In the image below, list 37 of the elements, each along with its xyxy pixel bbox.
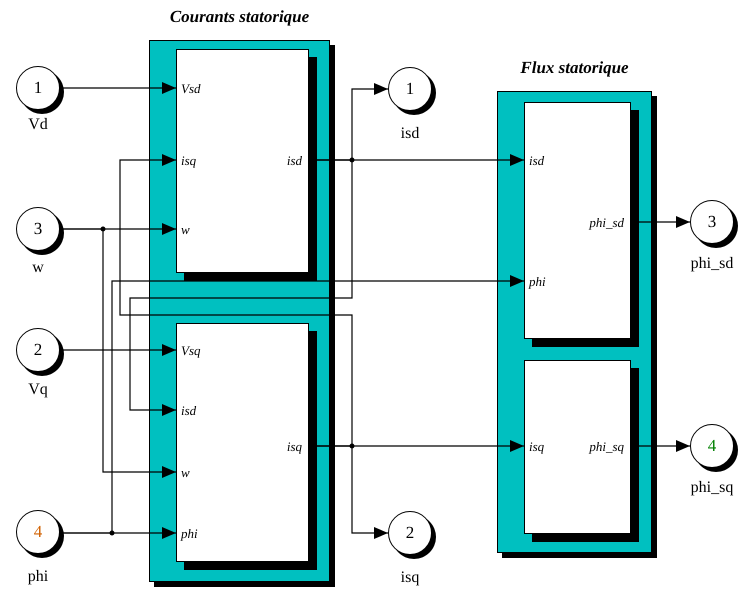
port-label: isd: [286, 153, 302, 169]
signal-name: phi: [28, 568, 48, 586]
signal-name: isq: [400, 569, 420, 587]
block-title: Courants statorique: [170, 7, 310, 27]
signal-name: Vd: [28, 116, 48, 134]
port-number: 2: [404, 523, 416, 543]
signal-arrow: [129, 159, 353, 416]
port-number: 4: [706, 436, 718, 456]
signal-name: w: [32, 259, 44, 277]
port-label: w: [181, 222, 190, 238]
port-number: 2: [32, 340, 44, 360]
port-label: Vsq: [181, 343, 200, 359]
port-number: 3: [32, 219, 44, 239]
port-number: 4: [32, 522, 44, 542]
port-label: phi: [181, 526, 198, 542]
signal-arrow: [119, 154, 353, 447]
signal-name: isd: [400, 125, 420, 143]
port-label: w: [181, 465, 190, 481]
port-label: isd: [529, 153, 544, 169]
port-number: 1: [32, 78, 44, 98]
port-label: phi_sd: [589, 215, 624, 231]
port-label: isq: [529, 439, 544, 455]
signal-name: Vq: [28, 381, 48, 399]
block-title: Flux statorique: [520, 58, 629, 78]
port-label: Vsd: [181, 81, 200, 97]
port-label: isq: [286, 439, 302, 455]
signal-name: phi_sq: [690, 479, 734, 497]
port-label: isd: [181, 403, 196, 419]
port-label: phi: [529, 274, 546, 290]
signal-arrow: [60, 228, 176, 478]
signal-arrow: [60, 82, 176, 94]
signal-name: phi_sd: [690, 255, 734, 273]
port-number: 3: [706, 212, 718, 232]
port-label: phi_sq: [589, 439, 624, 455]
port-label: isq: [181, 153, 196, 169]
signal-arrow: [60, 344, 176, 356]
port-number: 1: [404, 79, 416, 99]
